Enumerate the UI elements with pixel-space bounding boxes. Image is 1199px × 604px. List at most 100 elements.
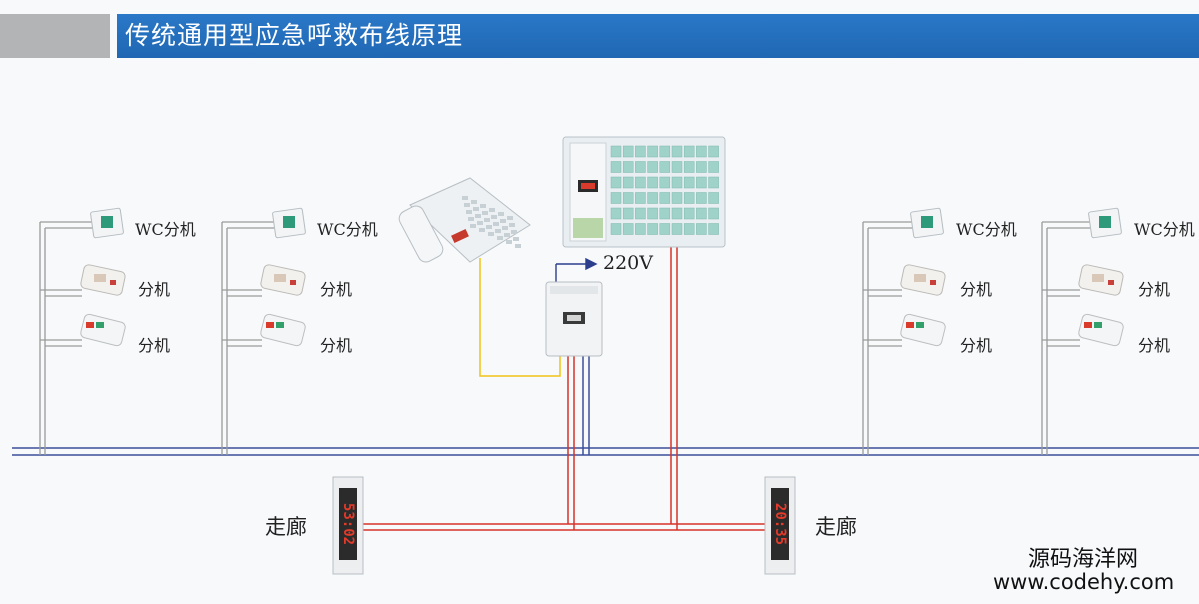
board-cell: [708, 161, 719, 173]
board-cell: [671, 207, 683, 220]
keypad-key: [466, 210, 472, 214]
keypad-key: [470, 224, 476, 228]
board-cell: [622, 176, 634, 189]
wc-unit-label-1: WC分机: [135, 220, 196, 239]
keypad-key: [473, 207, 479, 211]
board-cell: [708, 207, 719, 220]
page-title: 传统通用型应急呼救布线原理: [117, 14, 1199, 58]
power-arrow: [555, 257, 598, 282]
keypad-key: [468, 217, 474, 221]
board-cell: [683, 223, 695, 235]
board-cell: [708, 192, 719, 204]
board-cell: [610, 161, 622, 173]
board-cell: [683, 161, 695, 173]
board-cell: [671, 176, 683, 189]
wc-unit-label-2: WC分机: [317, 220, 378, 239]
red-wires: [363, 245, 765, 531]
board-cell: [696, 207, 707, 220]
extension-unit-device: [80, 264, 126, 296]
watermark-name: 源码海洋网: [1028, 547, 1139, 572]
board-cell: [647, 176, 658, 189]
board-cell: [610, 145, 622, 158]
wc-unit-label-4: WC分机: [1134, 220, 1195, 239]
power-220v-label: 220V: [603, 252, 653, 274]
wc-unit-device: [90, 207, 124, 239]
unit-label-1b: 分机: [138, 336, 171, 355]
keypad-key: [498, 212, 504, 216]
corridor-display-left-digits: 53:02: [340, 503, 356, 545]
unit-label-1a: 分机: [138, 280, 171, 299]
board-cell: [635, 223, 646, 235]
board-cell: [622, 207, 634, 220]
keypad-key: [504, 233, 510, 237]
board-cell: [610, 207, 622, 220]
keypad-key: [495, 229, 501, 233]
keypad-key: [462, 196, 468, 200]
wc-unit-device: [1088, 207, 1122, 239]
keypad-key: [491, 215, 497, 219]
board-cell: [659, 192, 671, 204]
keypad-key: [488, 232, 494, 236]
board-cell: [647, 223, 658, 235]
keypad-key: [506, 240, 512, 244]
board-cell: [708, 145, 719, 158]
keypad-key: [482, 211, 488, 215]
board-cell: [610, 192, 622, 204]
keypad-key: [513, 237, 519, 241]
corridor-label-right: 走廊: [815, 515, 857, 539]
corridor-display-right: [764, 476, 796, 575]
extension-unit-device: [900, 264, 946, 296]
keypad-key: [480, 204, 486, 208]
header-gray-block: [0, 14, 110, 58]
unit-label-2b: 分机: [320, 336, 353, 355]
watermark-url: www.codehy.com: [993, 570, 1175, 594]
board-cell: [635, 145, 646, 158]
corridor-display-right-digits: 20:35: [772, 503, 788, 545]
extension-unit-device: [1078, 264, 1124, 296]
board-cell: [647, 207, 658, 220]
board-cell: [635, 207, 646, 220]
board-cell: [708, 176, 719, 189]
board-cell: [635, 192, 646, 204]
board-cell: [659, 207, 671, 220]
keypad-key: [502, 226, 508, 230]
keypad-key: [477, 221, 483, 225]
handset-console: [398, 177, 531, 263]
riser-group-4: [1041, 221, 1090, 455]
board-cell: [659, 145, 671, 158]
wc-unit-device: [910, 207, 944, 239]
board-cell: [683, 145, 695, 158]
extension-unit-device: [1078, 313, 1124, 347]
board-cell: [683, 176, 695, 189]
board-cell: [696, 176, 707, 189]
board-cell: [708, 223, 719, 235]
corridor-display-left: [332, 476, 364, 575]
keypad-key: [479, 228, 485, 232]
keypad-key: [489, 208, 495, 212]
keypad-key: [493, 222, 499, 226]
keypad-key: [497, 236, 503, 240]
master-display-board: [562, 136, 726, 248]
board-cell: [622, 145, 634, 158]
board-cell: [671, 223, 683, 235]
riser-group-3: [862, 221, 912, 455]
board-cell: [635, 161, 646, 173]
board-cell: [622, 223, 634, 235]
keypad-key: [486, 225, 492, 229]
board-cell: [622, 192, 634, 204]
board-cell: [671, 192, 683, 204]
extension-unit-device: [260, 264, 306, 296]
unit-label-2a: 分机: [320, 280, 353, 299]
main-bus: [12, 447, 1199, 456]
keypad-key: [484, 218, 490, 222]
keypad-key: [500, 219, 506, 223]
power-feed-wires: [582, 355, 590, 455]
unit-label-4b: 分机: [1138, 336, 1171, 355]
board-cell: [647, 161, 658, 173]
board-cell: [683, 207, 695, 220]
riser-group-1: [39, 221, 92, 455]
power-supply-box: [545, 281, 603, 357]
wc-unit-device: [272, 207, 306, 239]
keypad-key: [471, 200, 477, 204]
